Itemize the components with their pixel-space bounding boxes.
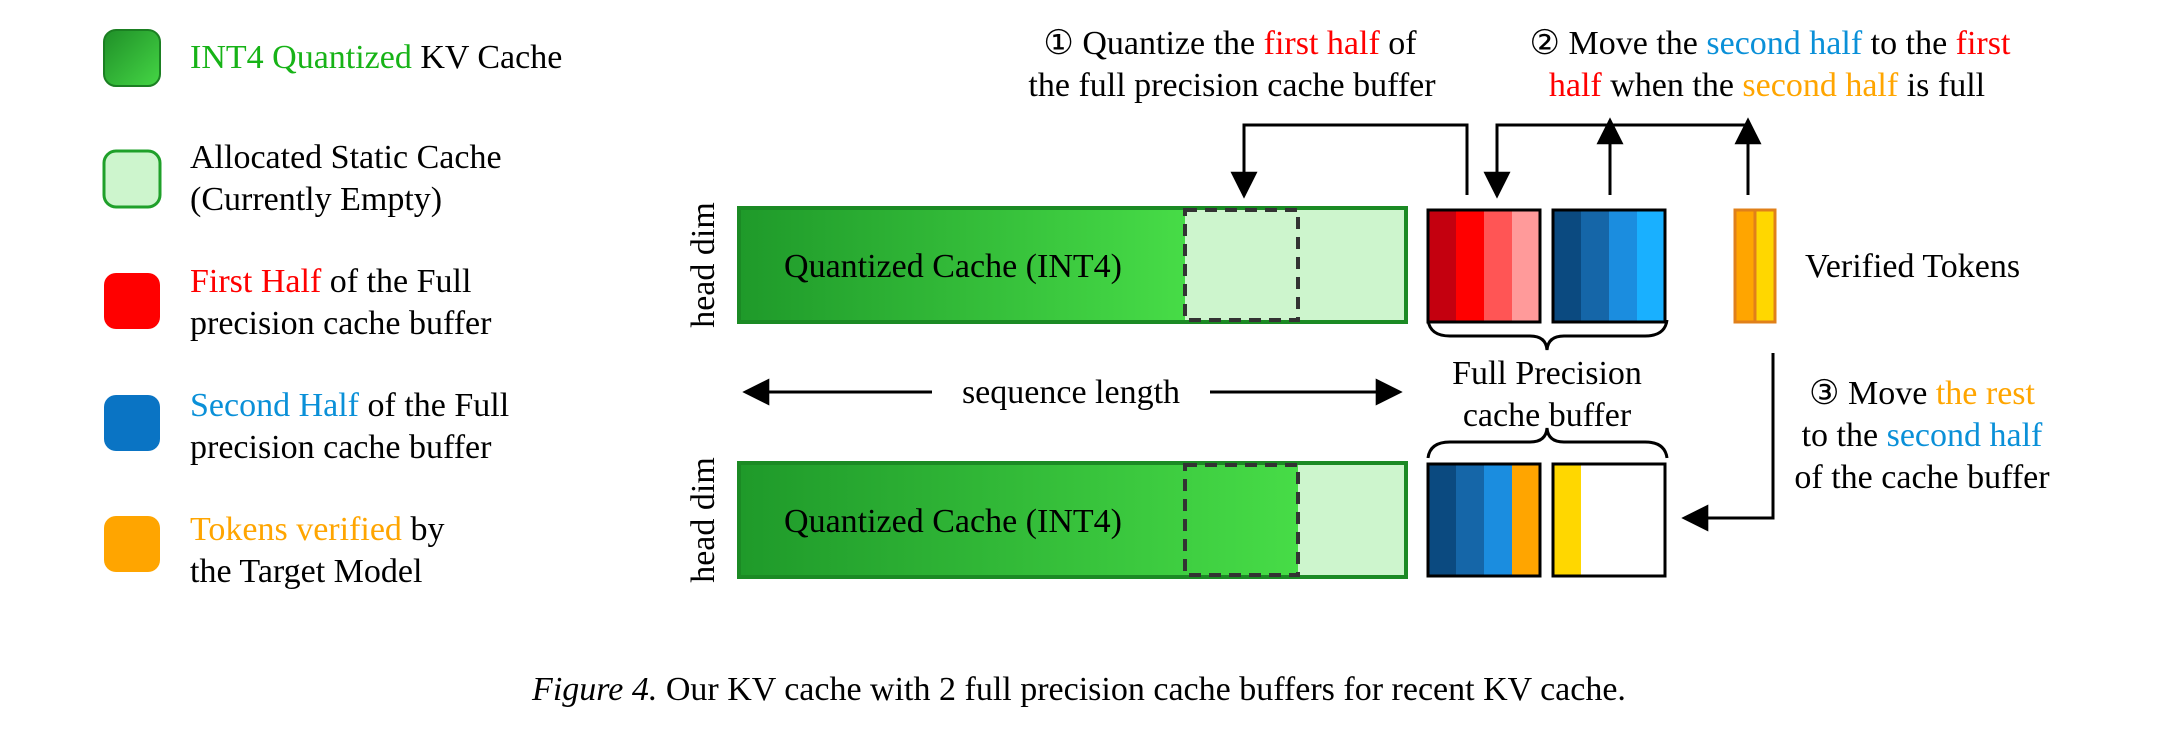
legend-int4-rest: KV Cache: [412, 39, 562, 76]
arrow-step-3: [1681, 353, 1775, 532]
legend-int4: INT4 Quantized KV Cache: [190, 39, 562, 76]
head-dim-label-top: head dim: [685, 202, 722, 328]
legend-second-line2: precision cache buffer: [190, 429, 492, 466]
brace-bottom: [1426, 427, 1669, 459]
quantized-cache-label-top: Quantized Cache (INT4): [784, 248, 1122, 285]
step-3-line1: ③ Move the rest: [1809, 375, 2035, 412]
legend-swatch-verified: [104, 516, 160, 572]
legend-swatch-second-half: [104, 395, 160, 451]
step-3-line3: of the cache buffer: [1794, 459, 2050, 496]
step-1-line2: the full precision cache buffer: [1028, 67, 1436, 104]
legend-second-rest: of the Full: [359, 387, 509, 424]
legend-first-line1: First Half of the Full: [190, 263, 471, 300]
second-half-buffer-bottom: [1551, 462, 1667, 578]
first-half-buffer-bottom: [1426, 462, 1542, 578]
step-2-line1: ② Move the second half to the first: [1530, 25, 2011, 62]
full-precision-line1: Full Precision: [1452, 355, 1642, 392]
step-3-label: ③ Move the rest to the second half of th…: [1794, 375, 2050, 496]
top-row: head dim Quantized Cache (INT4) Verified…: [685, 202, 2020, 351]
sequence-length: sequence length: [742, 374, 1403, 411]
caption-text: Our KV cache with 2 full precision cache…: [657, 671, 1626, 708]
legend-second-line1: Second Half of the Full: [190, 387, 509, 424]
verified-tokens-block: [1733, 208, 1777, 324]
first-half-buffer-top: [1426, 208, 1542, 324]
bottom-row: head dim Quantized Cache (INT4): [685, 457, 1667, 583]
caption-label: Figure 4.: [531, 671, 657, 708]
legend-second-colored: Second Half: [190, 387, 360, 424]
arrow-step-1: [1230, 123, 1469, 199]
head-dim-label-bottom: head dim: [685, 457, 722, 583]
step-arrows: [1230, 117, 1775, 532]
step-1-label: ① Quantize the first half of the full pr…: [1028, 25, 1436, 104]
legend: INT4 Quantized KV Cache Allocated Static…: [102, 29, 562, 590]
quantized-cache-bottom-filled: [741, 465, 1298, 575]
legend-swatch-int4: [103, 29, 161, 87]
step-2-line2: half when the second half is full: [1549, 67, 1985, 104]
legend-verified-line1: Tokens verified by: [190, 511, 444, 548]
legend-verified-line2: the Target Model: [190, 553, 422, 590]
legend-static-line1: Allocated Static Cache: [190, 139, 502, 176]
step-3-line2: to the second half: [1802, 417, 2043, 454]
full-precision-line2: cache buffer: [1463, 397, 1632, 434]
quantized-cache-top-filled: [741, 210, 1185, 320]
legend-verified-rest: by: [402, 511, 445, 548]
verified-tokens-label: Verified Tokens: [1805, 248, 2020, 285]
step-1-line1: ① Quantize the first half of: [1043, 25, 1417, 62]
legend-swatch-static: [102, 149, 162, 209]
legend-first-line2: precision cache buffer: [190, 305, 492, 342]
legend-swatch-first-half: [104, 273, 160, 329]
figure-caption: Figure 4. Our KV cache with 2 full preci…: [531, 671, 1626, 708]
legend-first-colored: First Half: [190, 263, 322, 300]
legend-static-line2: (Currently Empty): [190, 181, 442, 218]
quantized-cache-label-bottom: Quantized Cache (INT4): [784, 503, 1122, 540]
sequence-length-label: sequence length: [962, 374, 1180, 411]
arrow-step-2-to-first: [1483, 123, 1748, 199]
quantized-target-slot-bottom: [1183, 463, 1300, 577]
quantized-target-slot-top: [1183, 208, 1300, 322]
brace-top: [1426, 319, 1669, 351]
legend-first-rest: of the Full: [321, 263, 471, 300]
legend-int4-colored: INT4 Quantized: [190, 39, 412, 76]
step-2-label: ② Move the second half to the first half…: [1530, 25, 2011, 104]
second-half-buffer-top: [1551, 208, 1667, 324]
legend-verified-colored: Tokens verified: [190, 511, 402, 548]
